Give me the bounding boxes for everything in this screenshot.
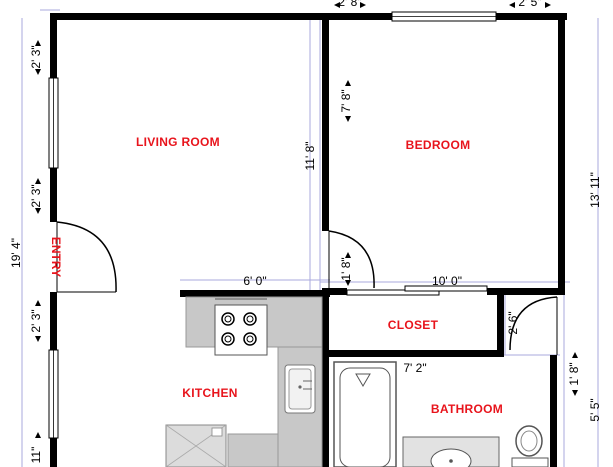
walls	[50, 13, 567, 467]
dim-left-window-lower: 2' 3"	[29, 309, 43, 332]
windows	[48, 11, 497, 439]
dim-right-overall: 13' 11"	[588, 172, 602, 208]
dim-bathroom-width: 7' 2"	[403, 361, 426, 375]
dim-left-overall: 19' 4"	[9, 238, 23, 268]
label-bedroom: BEDROOM	[406, 138, 471, 152]
dim-left-window-upper: 2' 3"	[29, 45, 43, 68]
wall-closet-top-left	[322, 288, 347, 295]
label-entry: ENTRY	[49, 237, 63, 277]
dim-left-upper-segment: 2' 3"	[29, 184, 43, 207]
wall-right-upper	[558, 13, 565, 288]
wall-closet-right	[497, 290, 504, 356]
bedroom-door-swing	[328, 230, 375, 289]
wall-closet-bottom	[322, 350, 504, 357]
wall-left-upper	[50, 13, 57, 78]
dim-kitchen-width: 6' 0"	[243, 274, 266, 288]
wall-left-bottom	[50, 438, 57, 467]
label-bathroom: BATHROOM	[431, 402, 503, 416]
doors	[56, 221, 558, 355]
wall-bedroom-left	[322, 13, 329, 231]
toilet-bowl	[515, 425, 543, 457]
wall-kitchen-top	[180, 290, 330, 297]
kitchen-counter-bottom	[227, 433, 279, 467]
dimension-arrows	[35, 2, 578, 438]
dim-right-lower: 5' 5"	[588, 398, 602, 421]
stove	[214, 304, 268, 356]
dim-bedroom-height: 11' 8"	[303, 141, 317, 170]
bathroom-sink	[430, 448, 472, 467]
closet-slider-a	[346, 289, 440, 296]
dim-right-small: 1' 8"	[567, 362, 581, 385]
dim-left-bottom-segment: 11"	[29, 447, 43, 464]
dim-top-left-partial: 2' 8"	[338, 0, 361, 9]
closet-slider-b	[404, 285, 488, 292]
kitchen-fixtures	[165, 296, 323, 467]
wall-left-lower	[50, 292, 57, 350]
label-living-room: LIVING ROOM	[136, 135, 220, 149]
dim-top-right-partial: 2' 5"	[518, 0, 541, 9]
wall-top	[50, 13, 567, 20]
dim-bedroom-window-offset: 7' 8"	[339, 89, 353, 112]
dim-closet-width: 10' 0"	[432, 274, 462, 288]
wall-closet-top-right	[487, 288, 565, 295]
wall-left-mid	[50, 168, 57, 222]
bathroom-door-swing	[509, 296, 558, 351]
wall-kitchen-right	[322, 288, 329, 467]
dim-closet-depth: 2' 6"	[506, 311, 520, 334]
entry-door-swing	[56, 221, 117, 293]
label-kitchen: KITCHEN	[182, 386, 237, 400]
bathroom-fixtures	[333, 361, 549, 467]
dim-bedroom-door-offset: 1' 8"	[339, 257, 353, 280]
label-closet: CLOSET	[388, 318, 439, 332]
wall-right-lower	[550, 355, 557, 467]
stove-burners	[221, 312, 257, 346]
toilet-tank	[511, 457, 549, 467]
